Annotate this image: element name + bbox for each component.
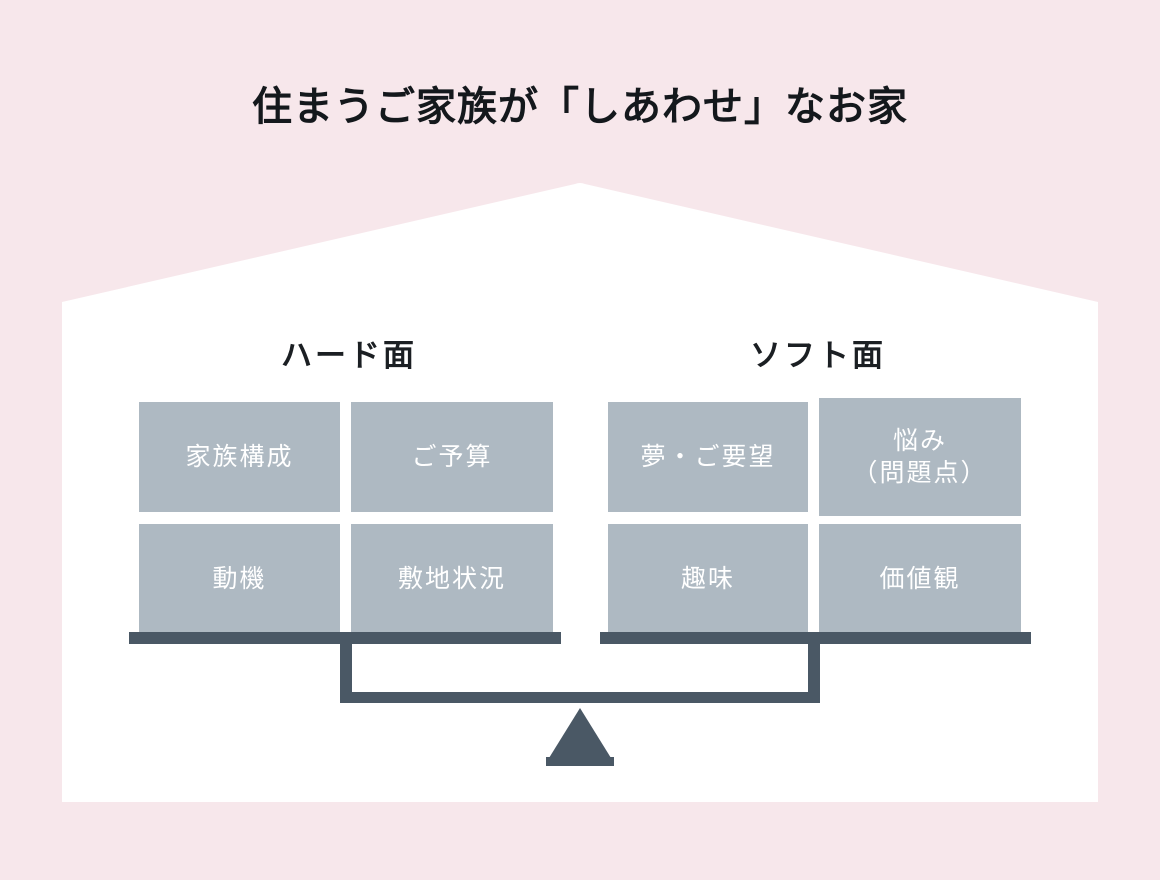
factor-box-label: 動機 (212, 565, 267, 593)
scale-fulcrum-base (546, 757, 614, 766)
factor-box-label: 趣味 (680, 565, 735, 593)
page-title: 住まうご家族が「しあわせ」なお家 (252, 85, 908, 129)
scale-pan-bar-left (129, 632, 561, 644)
factor-box-label-multiline: 悩み （問題点） (852, 425, 987, 489)
factor-box-hobbies: 趣味 (608, 524, 808, 634)
factor-box-label: 価値観 (879, 565, 961, 593)
factor-box-site-conditions: 敷地状況 (351, 524, 553, 634)
column-heading-soft: ソフト面 (750, 338, 886, 373)
scale-frame-post-right (808, 644, 820, 702)
factor-box-concerns: 悩み （問題点） (819, 398, 1021, 516)
factor-box-family-composition: 家族構成 (139, 402, 340, 512)
factor-box-label-line2: （問題点） (852, 459, 988, 487)
column-heading-hard: ハード面 (281, 338, 417, 373)
factor-box-label-line1: 悩み (892, 427, 947, 455)
factor-box-label: ご予算 (411, 443, 493, 471)
factor-box-values: 価値観 (819, 524, 1021, 634)
scale-pan-bar-right (600, 632, 1031, 644)
factor-box-label: 敷地状況 (397, 565, 506, 593)
factor-box-budget: ご予算 (351, 402, 553, 512)
scale-frame-post-left (340, 644, 352, 702)
factor-box-dreams-requests: 夢・ご要望 (608, 402, 808, 512)
factor-box-label: 家族構成 (185, 443, 294, 471)
factor-box-motivation: 動機 (139, 524, 340, 634)
scale-fulcrum-triangle-icon (549, 708, 611, 758)
scale-frame-bottom (340, 692, 820, 703)
factor-box-label: 夢・ご要望 (640, 443, 776, 471)
